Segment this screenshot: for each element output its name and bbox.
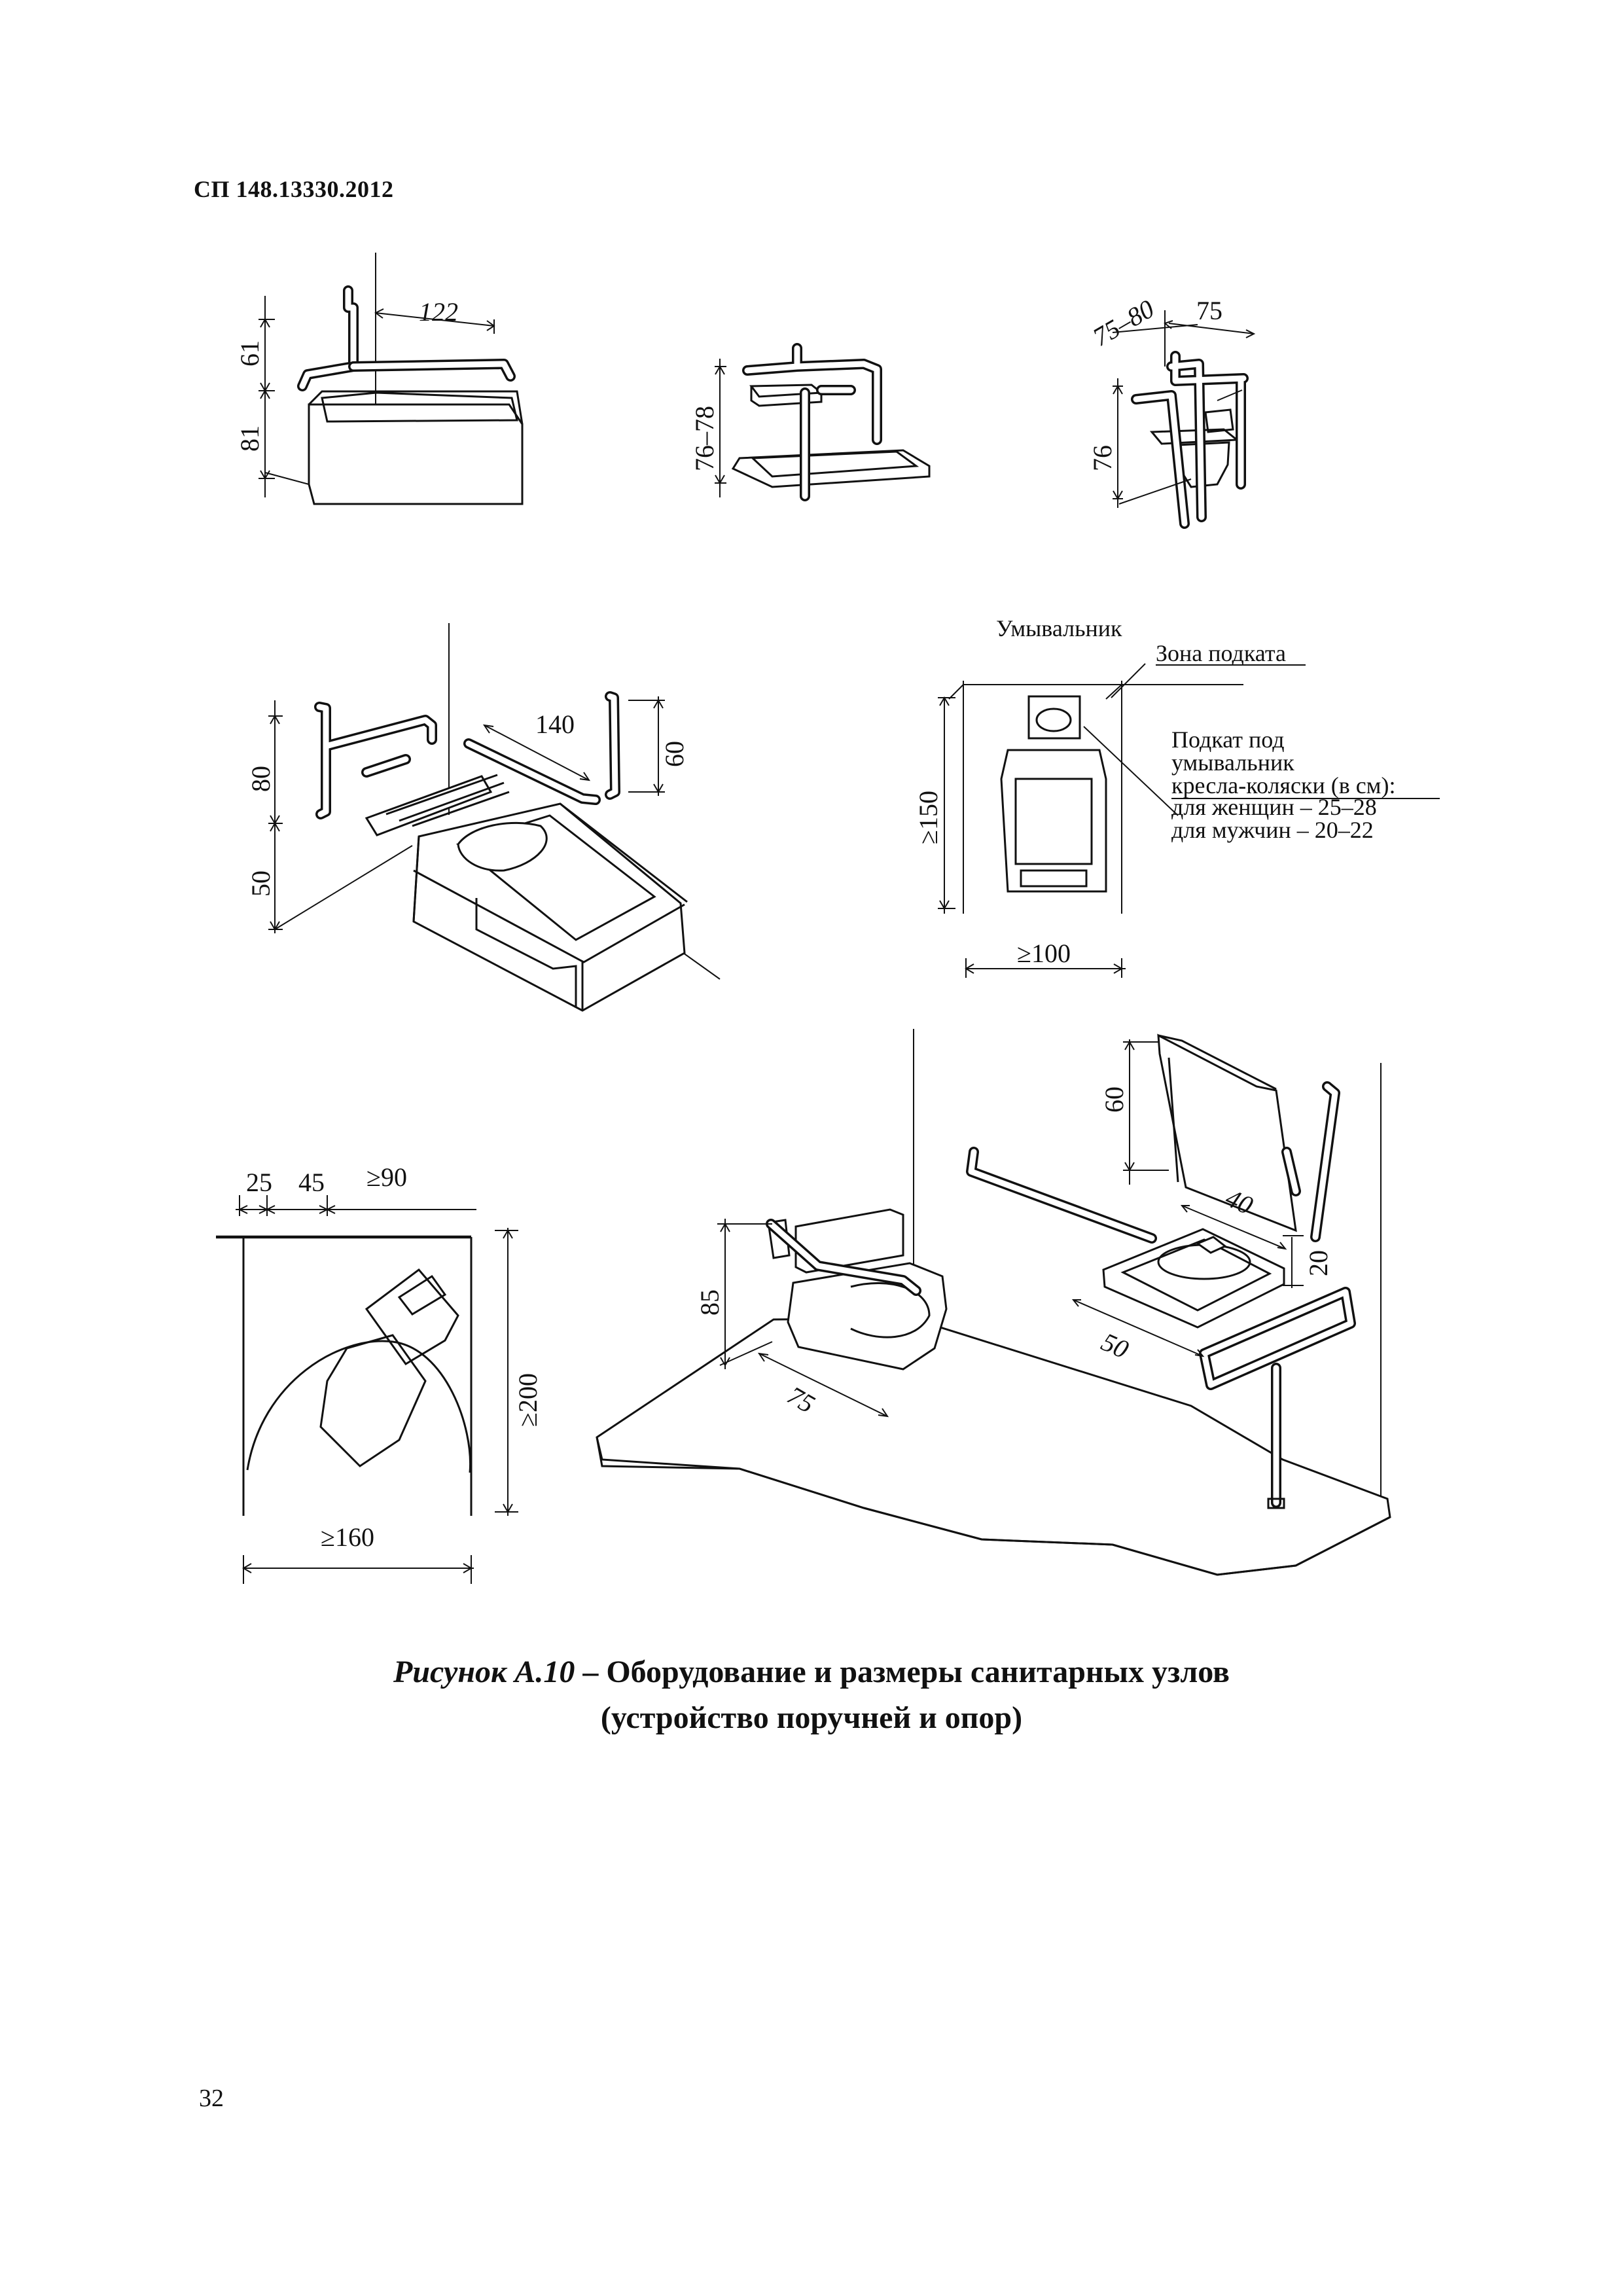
- room-dim-basin-gap: 20: [1304, 1250, 1333, 1276]
- caption-dash: –: [575, 1655, 607, 1689]
- shower-seat-panel: 76–78: [690, 343, 931, 501]
- caption-title: Оборудование и размеры санитарных узлов: [606, 1655, 1230, 1689]
- toilet-small-dim-width: 75: [1196, 296, 1222, 325]
- washbasin-label: Умывальник: [996, 615, 1122, 641]
- room-dim-mirror: 60: [1099, 1086, 1129, 1113]
- washbasin-dim-width: ≥100: [1017, 939, 1071, 968]
- room-perspective-panel: 85 75 60 40 50 20: [596, 1029, 1391, 1576]
- shower-dim-height: 76–78: [690, 406, 719, 471]
- turning-dim-b: 45: [298, 1168, 325, 1197]
- figure-caption: Рисунок А.10 – Оборудование и размеры са…: [0, 1649, 1623, 1740]
- bath-seat-dim-rail-height: 60: [660, 741, 689, 767]
- washbasin-plan-panel: Умывальник Зона подката Подкат под умыва…: [914, 615, 1440, 978]
- room-dim-basin: 50: [1097, 1327, 1133, 1364]
- toilet-small-dim-offset: 75–80: [1088, 294, 1159, 352]
- turning-dim-c: ≥90: [366, 1162, 407, 1192]
- bath-seat-dim-lower: 50: [246, 870, 276, 897]
- turning-dim-width: ≥160: [321, 1522, 374, 1552]
- toilet-small-panel: 76 75–80 75: [1088, 294, 1256, 529]
- turning-plan-panel: 25 45 ≥90 ≥200 ≥160: [216, 1162, 543, 1584]
- bathtub-dim-lower: 81: [235, 425, 264, 452]
- caption-line-1: Рисунок А.10 – Оборудование и размеры са…: [0, 1649, 1623, 1695]
- washbasin-dim-depth: ≥150: [914, 791, 943, 844]
- bathtub-panel: 61 81 122: [235, 253, 524, 505]
- zone-label: Зона подката: [1156, 640, 1286, 666]
- caption-figure-number: Рисунок А.10: [393, 1655, 575, 1689]
- bath-seat-dim-rail-length: 140: [535, 709, 575, 739]
- room-dim-toilet-height: 85: [695, 1289, 724, 1316]
- note-line-1: Подкат под: [1171, 726, 1285, 753]
- turning-dim-a: 25: [246, 1168, 272, 1197]
- turning-dim-depth: ≥200: [513, 1373, 543, 1427]
- page-number: 32: [199, 2085, 224, 2112]
- bathtub-dim-upper: 61: [235, 340, 264, 367]
- note-line-5: для мужчин – 20–22: [1171, 817, 1374, 843]
- note-line-4: для женщин – 25–28: [1171, 794, 1377, 820]
- bathtub-dim-rail-length: 122: [419, 297, 458, 327]
- document-code-header: СП 148.13330.2012: [194, 176, 394, 202]
- toilet-small-dim-height: 76: [1088, 445, 1117, 471]
- bath-seat-panel: 80 50 140 60: [246, 623, 721, 1012]
- caption-line-2: (устройство поручней и опор): [600, 1700, 1023, 1735]
- bath-seat-dim-upper: 80: [246, 766, 276, 792]
- note-line-3: кресла-коляски (в см):: [1171, 772, 1395, 798]
- note-line-2: умывальник: [1171, 749, 1294, 776]
